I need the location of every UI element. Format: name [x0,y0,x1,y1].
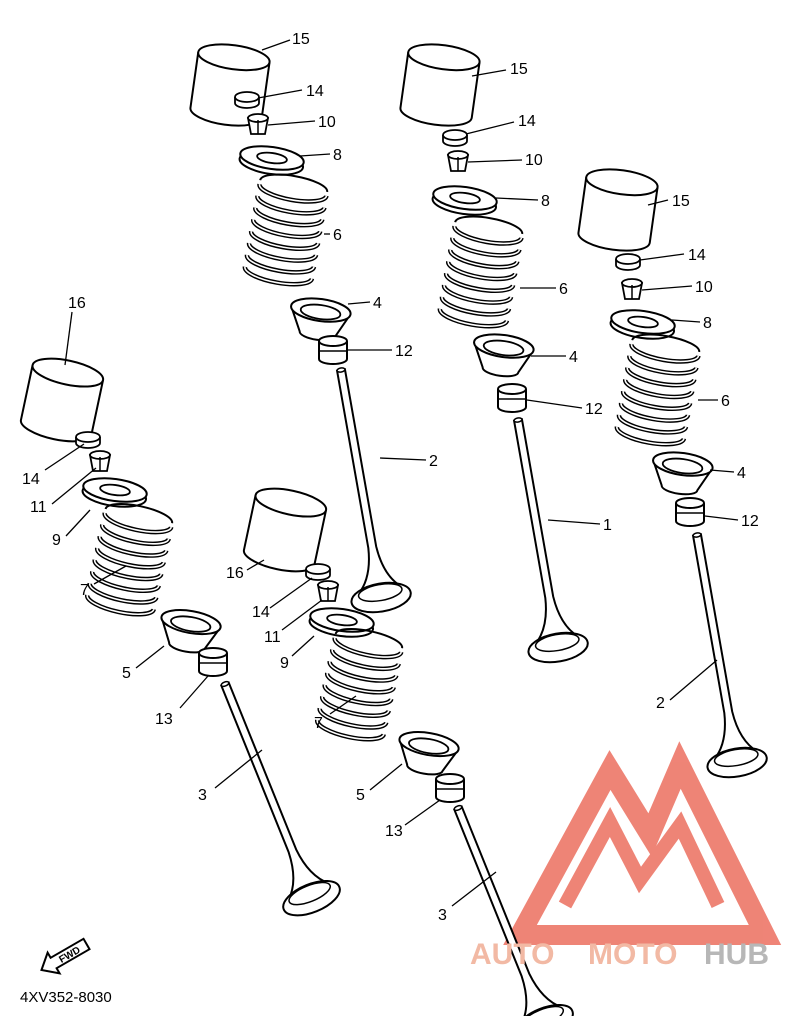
valve-stem-seal [497,383,527,413]
part-label-10: 10 [695,279,713,296]
part-label-6: 6 [333,227,342,244]
spring-retainer [430,181,500,220]
valve-spring [243,170,329,288]
part-label-12: 12 [585,401,603,418]
part-label-15: 15 [510,61,528,78]
valve-cotter [317,580,339,602]
part-label-4: 4 [569,349,578,366]
valve-cotter [447,150,469,172]
adjusting-pad [234,91,260,109]
part-label-3: 3 [198,787,207,804]
part-label-8: 8 [541,193,550,210]
part-label-1: 1 [603,517,612,534]
valve-stem-seal [435,773,465,803]
part-number-labels: 15 14 10 8 6 4 12 2 15 14 10 8 6 4 12 1 … [22,31,759,924]
part-label-2: 2 [656,695,665,712]
part-label-6: 6 [721,393,730,410]
valve-stem [487,411,592,668]
part-label-15: 15 [292,31,310,48]
adjusting-pad [442,129,468,147]
watermark-brand-hub: HUB [704,938,769,971]
part-label-14: 14 [518,113,536,130]
adjusting-pad [75,431,101,449]
part-label-8: 8 [333,147,342,164]
watermark-brand-auto: AUTO [470,938,554,971]
valve-stem [195,669,346,924]
spring-seat [647,447,716,499]
valve-spring [615,330,701,448]
part-label-14: 14 [688,247,706,264]
part-label-5: 5 [122,665,131,682]
part-label-9: 9 [52,532,61,549]
part-label-8: 8 [703,315,712,332]
adjusting-pad [305,563,331,581]
valve-lifter [575,164,661,256]
adjusting-pad [615,253,641,271]
watermark-logo [503,741,782,945]
part-label-3: 3 [438,907,447,924]
part-label-13: 13 [155,711,173,728]
part-label-10: 10 [525,152,543,169]
fwd-arrow-icon: FWD [40,937,91,975]
valve-stem [666,526,771,783]
part-label-2: 2 [429,453,438,470]
leader-lines [44,39,739,907]
valve-spring [438,212,524,330]
spring-seat [468,329,537,381]
part-label-14: 14 [22,471,40,488]
valve-cotter [621,278,643,300]
fwd-label: FWD [57,945,82,966]
valve-assembly-b [397,39,592,668]
part-label-12: 12 [741,513,759,530]
part-label-6: 6 [559,281,568,298]
part-label-4: 4 [373,295,382,312]
drawing-code: 4XV352-8030 [20,989,112,1006]
valve-lifter [240,482,330,578]
watermark-text: AUTO MOTO HUB [470,938,769,971]
valve-lifter [397,39,483,131]
spring-seat [393,727,462,780]
valve-spring [85,499,174,619]
valve-assembly-d [17,352,346,924]
part-label-4: 4 [737,465,746,482]
part-label-16: 16 [68,295,86,312]
part-label-7: 7 [314,715,323,732]
part-label-14: 14 [252,604,270,621]
part-label-5: 5 [356,787,365,804]
valve-cotter [89,450,111,472]
part-label-11: 11 [30,499,47,516]
part-label-7: 7 [80,582,89,599]
part-label-11: 11 [264,629,281,646]
part-label-13: 13 [385,823,403,840]
part-label-16: 16 [226,565,244,582]
part-label-12: 12 [395,343,413,360]
part-label-14: 14 [306,83,324,100]
part-label-9: 9 [280,655,289,672]
part-label-10: 10 [318,114,336,131]
valve-stem-seal [318,335,348,365]
valve-spring [315,624,404,744]
part-label-15: 15 [672,193,690,210]
spring-retainer [237,141,307,180]
watermark-brand-moto: MOTO [588,938,677,971]
valve-cotter [247,113,269,135]
valve-stem-seal [675,497,705,527]
valve-stem-seal [198,647,228,677]
